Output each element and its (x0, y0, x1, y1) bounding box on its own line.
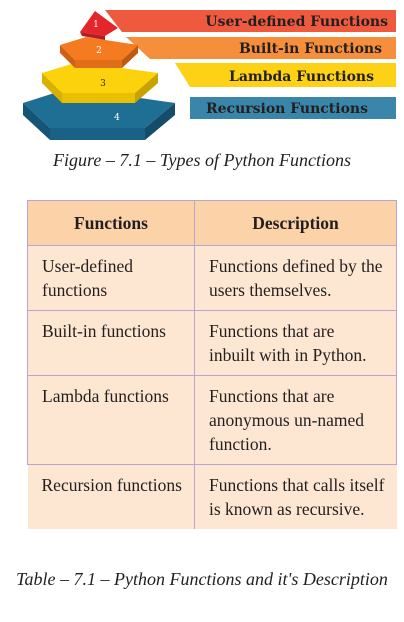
level-number-3: 3 (100, 79, 106, 89)
function-cell: Recursion functions (27, 464, 195, 529)
level-number-1: 1 (93, 20, 99, 30)
band-level-4 (190, 97, 396, 119)
function-cell: Built-in functions (27, 310, 195, 376)
band-level-1 (105, 10, 396, 32)
level-label-2: Built-in Functions (239, 41, 382, 57)
description-cell: Functions that are anonymous un-named fu… (194, 375, 397, 465)
figure-caption: Figure – 7.1 – Types of Python Functions (53, 150, 351, 170)
band-level-2 (126, 37, 396, 59)
level-label-3: Lambda Functions (229, 69, 374, 85)
band-level-3 (175, 63, 396, 87)
table-row: Lambda functions Functions that are anon… (27, 375, 397, 465)
functions-table: Functions Description User-defined funct… (27, 200, 397, 529)
function-cell: Lambda functions (27, 375, 195, 465)
level-label-1: User-defined Functions (205, 14, 388, 30)
level-label-4: Recursion Functions (206, 101, 368, 117)
level-number-4: 4 (114, 113, 120, 123)
pyramid-level-1 (80, 11, 118, 40)
table-header-row: Functions Description (27, 200, 397, 246)
pyramid-level-3 (42, 62, 158, 103)
header-functions: Functions (27, 200, 195, 246)
function-cell: User-defined functions (27, 245, 195, 311)
description-cell: Functions defined by the users themselve… (194, 245, 397, 311)
pyramid-level-2 (60, 37, 138, 68)
table-row: User-defined functions Functions defined… (27, 245, 397, 311)
description-cell: Functions that are inbuilt with in Pytho… (194, 310, 397, 376)
table-caption: Table – 7.1 – Python Functions and it's … (16, 569, 388, 589)
pyramid-figure: 1 2 3 4 User-defined Functions Built-in … (23, 10, 396, 140)
table-row: Recursion functions Functions that calls… (27, 464, 397, 529)
description-cell: Functions that calls itself is known as … (194, 464, 397, 529)
table-row: Built-in functions Functions that are in… (27, 310, 397, 376)
header-description: Description (194, 200, 397, 246)
level-number-2: 2 (96, 46, 102, 56)
